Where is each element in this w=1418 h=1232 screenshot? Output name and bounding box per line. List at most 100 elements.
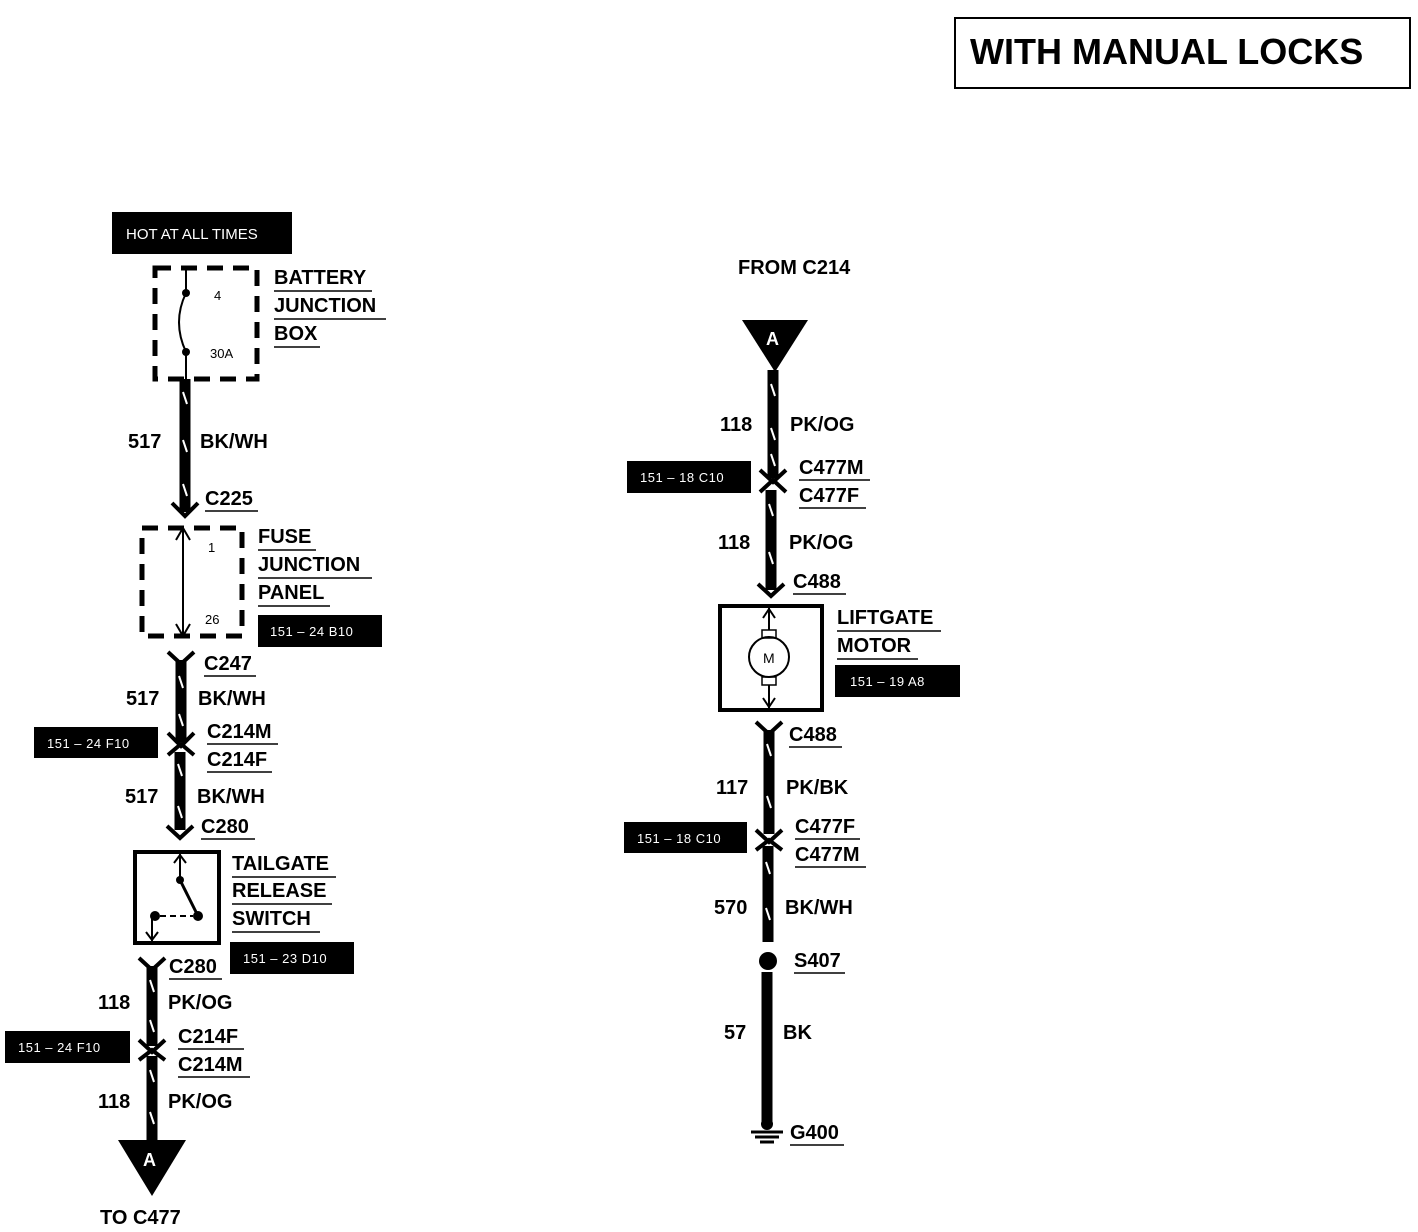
- ground-label: G400: [790, 1122, 839, 1144]
- c477-bottom-connector: [754, 828, 784, 852]
- battery-junction-box: 4 30A: [152, 265, 260, 382]
- c477-top-line-2: C477F: [799, 485, 859, 507]
- from-arrow-letter: A: [766, 329, 779, 349]
- c280-top-connector-icon: [165, 824, 195, 841]
- switch-icon: [178, 879, 200, 917]
- r-wire-5-circuit: 57: [724, 1022, 746, 1044]
- r-wire-570-segment-4: [762, 846, 774, 942]
- switch-name-line-1: TAILGATE: [232, 853, 329, 875]
- r-wire-4-circuit: 570: [714, 897, 747, 919]
- motor-name-line-1: LIFTGATE: [837, 607, 933, 629]
- to-arrow-letter: A: [143, 1150, 156, 1170]
- motor-symbol: M: [763, 650, 775, 666]
- c214-top-line-1: C214M: [207, 721, 271, 743]
- c280-bottom-label: C280: [169, 956, 217, 978]
- r-wire-5-color: BK: [783, 1022, 812, 1044]
- c488-bottom-label: C488: [789, 724, 837, 746]
- fuse-panel-name-line-1: FUSE: [258, 526, 311, 548]
- wire-517-3-color: BK/WH: [197, 786, 265, 808]
- r-wire-118-segment-1: [767, 370, 779, 478]
- to-arrow-a: A: [118, 1140, 186, 1196]
- c214-bottom-line-2: C214M: [178, 1054, 242, 1076]
- c214-top-ref-badge: 151 – 24 F10: [34, 727, 158, 758]
- r-wire-118-segment-2: [765, 490, 777, 590]
- wire-118-segment-4: [146, 966, 158, 1046]
- fuse-panel-name-line-3: PANEL: [258, 582, 324, 604]
- wire-118-4-circuit: 118: [98, 992, 130, 1014]
- c477-bottom-ref-badge: 151 – 18 C10: [624, 822, 747, 853]
- wire-517-3-circuit: 517: [125, 786, 158, 808]
- wire-517-2-color: BK/WH: [198, 688, 266, 710]
- switch-ref-badge: 151 – 23 D10: [230, 942, 354, 974]
- c214-bottom-connector: [137, 1038, 167, 1062]
- tailgate-release-switch: [133, 850, 221, 945]
- c214-bottom-ref-badge: 151 – 24 F10: [5, 1031, 130, 1063]
- to-c477-label: TO C477: [100, 1207, 181, 1229]
- c477-top-ref: 151 – 18 C10: [640, 470, 724, 485]
- wire-517-1-color: BK/WH: [200, 431, 268, 453]
- wire-517-segment-1: [179, 379, 191, 512]
- tailgate-release-switch-label: TAILGATE RELEASE SWITCH: [232, 853, 336, 933]
- c488-top-connector-icon: [756, 582, 786, 599]
- battery-box-name-line-3: BOX: [274, 323, 318, 345]
- fuse-icon: [178, 270, 187, 379]
- hot-at-all-times-badge: HOT AT ALL TIMES: [112, 212, 292, 254]
- wire-517-1-circuit: 517: [128, 431, 161, 453]
- title-box: WITH MANUAL LOCKS: [954, 17, 1411, 89]
- wire-118-5-circuit: 118: [98, 1091, 130, 1113]
- wire-118-segment-5: [146, 1056, 158, 1142]
- c214-bottom-line-1: C214F: [178, 1026, 238, 1048]
- battery-box-name-line-1: BATTERY: [274, 267, 367, 289]
- c214-top-ref: 151 – 24 F10: [47, 736, 130, 751]
- fuse-panel-ref-badge: 151 – 24 B10: [258, 615, 382, 647]
- c477-top-connector: [758, 468, 788, 494]
- from-c214-label: FROM C214: [738, 257, 851, 279]
- battery-box-name-line-2: JUNCTION: [274, 295, 376, 317]
- motor-ref: 151 – 19 A8: [850, 674, 925, 689]
- fuse-panel-pin-top: 1: [208, 540, 215, 555]
- battery-box-pin: 4: [214, 288, 221, 303]
- c477-bottom-line-2: C477M: [795, 844, 859, 866]
- motor-ref-badge: 151 – 19 A8: [835, 665, 960, 697]
- r-wire-1-color: PK/OG: [790, 414, 854, 436]
- diagram-title: WITH MANUAL LOCKS: [970, 31, 1363, 72]
- splice-icon: [759, 952, 777, 970]
- fuse-panel-ref: 151 – 24 B10: [270, 624, 353, 639]
- r-wire-4-color: BK/WH: [785, 897, 853, 919]
- liftgate-motor-label: LIFTGATE MOTOR: [837, 607, 941, 660]
- c280-top-label: C280: [201, 816, 249, 838]
- r-wire-1-circuit: 118: [720, 414, 752, 436]
- ground-icon: [751, 1118, 783, 1144]
- from-arrow-a: A: [742, 320, 808, 372]
- c214-top-line-2: C214F: [207, 749, 267, 771]
- c477-top-line-1: C477M: [799, 457, 863, 479]
- r-wire-2-circuit: 118: [718, 532, 750, 554]
- c477-bottom-line-1: C477F: [795, 816, 855, 838]
- c477-bottom-ref: 151 – 18 C10: [637, 831, 721, 846]
- switch-name-line-3: SWITCH: [232, 908, 311, 930]
- c488-top-label: C488: [793, 571, 841, 593]
- motor-name-line-2: MOTOR: [837, 635, 912, 657]
- battery-box-fuse-rating: 30A: [210, 346, 233, 361]
- r-wire-3-color: PK/BK: [786, 777, 849, 799]
- battery-junction-box-label: BATTERY JUNCTION BOX: [274, 267, 386, 348]
- c477-top-ref-badge: 151 – 18 C10: [627, 461, 751, 493]
- c214-top-connector: [166, 731, 196, 757]
- r-wire-2-color: PK/OG: [789, 532, 853, 554]
- splice-label: S407: [794, 950, 841, 972]
- c225-connector-icon: [170, 501, 200, 519]
- wire-118-4-color: PK/OG: [168, 992, 232, 1014]
- c247-label: C247: [204, 653, 252, 675]
- c225-label: C225: [205, 488, 253, 510]
- r-wire-117-segment-3: [763, 730, 775, 834]
- liftgate-motor: M: [718, 604, 824, 712]
- hot-badge-label: HOT AT ALL TIMES: [126, 226, 258, 243]
- wire-517-2-circuit: 517: [126, 688, 159, 710]
- fuse-panel-name-line-2: JUNCTION: [258, 554, 360, 576]
- fuse-junction-panel: 1 26: [139, 525, 245, 639]
- c214-bottom-ref: 151 – 24 F10: [18, 1040, 101, 1055]
- fuse-junction-panel-label: FUSE JUNCTION PANEL: [258, 526, 372, 607]
- switch-name-line-2: RELEASE: [232, 880, 326, 902]
- wire-517-segment-2: [175, 660, 187, 742]
